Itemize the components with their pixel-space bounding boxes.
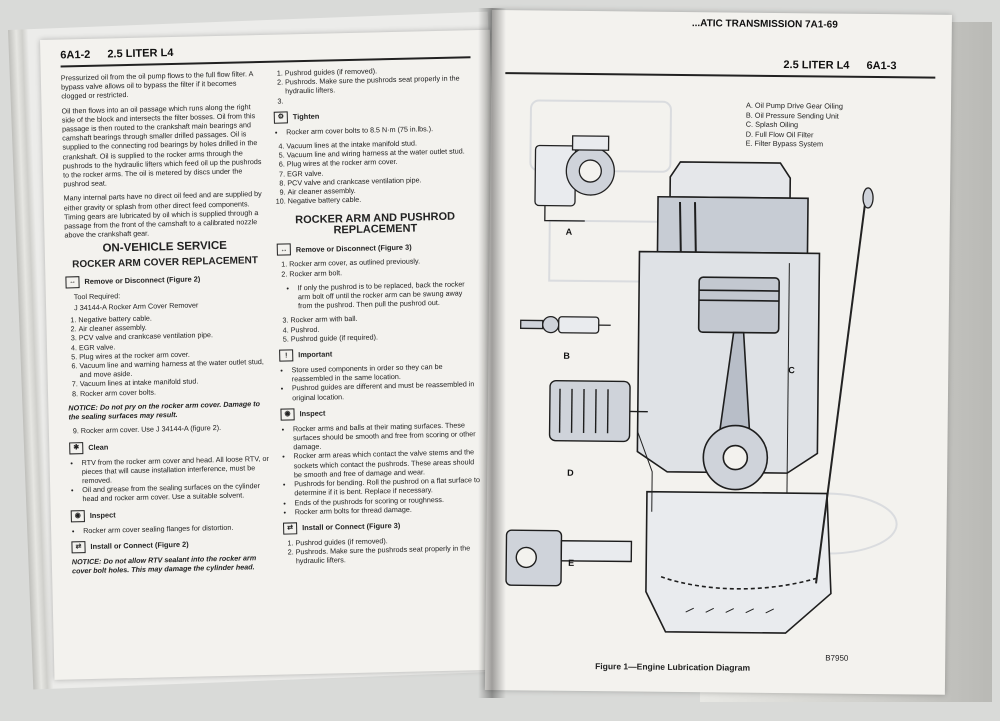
- install-steps: Pushrod guides (if removed). Pushrods. M…: [273, 64, 472, 105]
- procedure-label: Inspect: [89, 510, 116, 520]
- list-item: Oil and grease from the sealing surfaces…: [82, 481, 270, 504]
- procedure-install: ⇄ Install or Connect (Figure 3): [283, 518, 481, 535]
- heading-rocker-cover: ROCKER ARM COVER REPLACEMENT: [72, 254, 259, 270]
- left-column-1: Pressurized oil from the oil pump flows …: [61, 69, 272, 581]
- right-top-header: ...ATIC TRANSMISSION 7A1-69: [691, 18, 838, 31]
- label-d: D: [567, 468, 574, 478]
- after-steps: Vacuum lines at the intake manifold stud…: [274, 137, 473, 206]
- label-c: C: [788, 365, 795, 375]
- procedure-clean: ✱ Clean: [69, 437, 269, 454]
- notice: NOTICE: Do not pry on the rocker arm cov…: [68, 398, 261, 422]
- clean-items: RTV from the rocker arm cover and head. …: [69, 453, 270, 504]
- notice: NOTICE: Do not allow RTV sealant into th…: [71, 552, 257, 576]
- procedure-label: Inspect: [299, 408, 326, 419]
- inspect-items: Rocker arms and balls at their mating su…: [281, 420, 481, 516]
- list-item: Pushrods. Make sure the pushrods seat pr…: [296, 543, 482, 566]
- list-item: Rocker arms and balls at their mating su…: [293, 420, 480, 452]
- double-arrow-icon: ↔: [276, 243, 291, 257]
- full-flow-oil-filter-illustration: [548, 379, 648, 443]
- paragraph: Oil then flows into an oil passage which…: [61, 101, 262, 189]
- install-arrows-icon: ⇄: [71, 540, 86, 554]
- remove-bullet: If only the pushrod is to be replaced, b…: [278, 279, 477, 311]
- paragraph: Pressurized oil from the oil pump flows …: [60, 69, 254, 101]
- oil-pump-drive-gear-illustration: [534, 135, 615, 222]
- list-item: Rocker arm cover sealing flanges for dis…: [83, 521, 271, 534]
- oil-flow-arrows: [637, 263, 790, 614]
- clean-icon: ✱: [69, 441, 84, 454]
- remove-steps: Negative battery cable. Air cleaner asse…: [66, 311, 268, 398]
- heading-on-vehicle-service: ON-VEHICLE SERVICE: [102, 240, 228, 256]
- label-e: E: [568, 558, 574, 568]
- procedure-label: Important: [298, 349, 333, 360]
- left-engine-title: 2.5 LITER L4: [107, 46, 174, 61]
- list-item: RTV from the rocker arm cover and head. …: [81, 453, 270, 485]
- procedure-install: ⇄ Install or Connect (Figure 2): [71, 537, 271, 554]
- dipstick: [815, 203, 866, 584]
- right-section-code: 6A1-3: [866, 59, 897, 73]
- engine-cross-section: [636, 161, 832, 634]
- remove-steps-b: Rocker arm with ball. Pushrod. Pushrod g…: [278, 312, 477, 344]
- procedure-inspect: ◉ Inspect: [280, 404, 478, 421]
- tighten-items: Rocker arm cover bolts to 8.5 N·m (75 in…: [274, 123, 472, 137]
- procedure-inspect: ◉ Inspect: [70, 505, 271, 522]
- double-arrow-icon: ↔: [65, 275, 80, 289]
- procedure-remove: ↔ Remove or Disconnect (Figure 3): [276, 240, 475, 257]
- left-page: 6A1-2 2.5 LITER L4 Pressurized oil from …: [40, 29, 505, 680]
- important-items: Store used components in order so they c…: [279, 361, 478, 402]
- engine-lubrication-diagram: A B: [505, 99, 898, 634]
- right-page: ...ATIC TRANSMISSION 7A1-69 2.5 LITER L4…: [484, 10, 952, 695]
- procedure-label: Remove or Disconnect (Figure 3): [295, 242, 412, 255]
- left-page-header: 6A1-2 2.5 LITER L4: [60, 47, 173, 62]
- procedure-label: Remove or Disconnect (Figure 2): [84, 274, 201, 287]
- figure-caption: Figure 1—Engine Lubrication Diagram: [595, 661, 751, 673]
- figure-code: B7950: [825, 653, 849, 663]
- procedure-label: Tighten: [292, 111, 320, 122]
- inspect-icon: ◉: [280, 408, 295, 421]
- label-a: A: [566, 227, 573, 237]
- procedure-label: Clean: [88, 442, 109, 452]
- remove-step-9: Rocker arm cover. Use J 34144-A (figure …: [69, 422, 269, 436]
- procedure-label: Install or Connect (Figure 3): [302, 521, 401, 533]
- tool-name: J 34144-A Rocker Arm Cover Remover: [73, 300, 199, 313]
- heading-rocker-pushrod: ROCKER ARM AND PUSHROD REPLACEMENT: [295, 211, 456, 237]
- paragraph: Many internal parts have no direct oil f…: [63, 189, 262, 240]
- procedure-label: Install or Connect (Figure 2): [90, 539, 189, 552]
- label-b: B: [563, 351, 570, 361]
- book-gutter-shadow: [478, 8, 506, 698]
- procedure-important: ! Important: [279, 345, 477, 362]
- oil-pressure-sending-unit-illustration: [520, 315, 611, 334]
- list-item: If only the pushrod is to be replaced, b…: [298, 279, 477, 311]
- inspect-items: Rocker arm cover sealing flanges for dis…: [71, 521, 271, 535]
- wrench-icon: ⚙: [273, 111, 288, 124]
- procedure-remove: ↔ Remove or Disconnect (Figure 2): [65, 272, 265, 289]
- install-steps-b: Pushrod guides (if removed). Pushrods. M…: [283, 534, 482, 566]
- left-section-code: 6A1-2: [60, 48, 91, 62]
- filter-bypass-illustration: [505, 529, 633, 587]
- left-column-2: Pushrod guides (if removed). Pushrods. M…: [273, 64, 482, 571]
- right-page-header: 2.5 LITER L4 6A1-3: [783, 59, 896, 72]
- remove-steps: Rocker arm cover, as outlined previously…: [277, 256, 475, 279]
- right-engine-title: 2.5 LITER L4: [783, 59, 850, 72]
- list-item: Rocker arm areas which contact the valve…: [293, 448, 480, 480]
- procedure-tighten: ⚙ Tighten: [273, 107, 472, 124]
- inspect-icon: ◉: [70, 509, 85, 522]
- install-arrows-icon: ⇄: [283, 522, 298, 535]
- exclamation-icon: !: [279, 349, 294, 362]
- list-item: Rocker arm cover. Use J 34144-A (figure …: [81, 422, 269, 435]
- list-item: Rocker arm cover bolts to 8.5 N·m (75 in…: [286, 123, 472, 136]
- list-item: Pushrod guides are different and must be…: [292, 380, 478, 403]
